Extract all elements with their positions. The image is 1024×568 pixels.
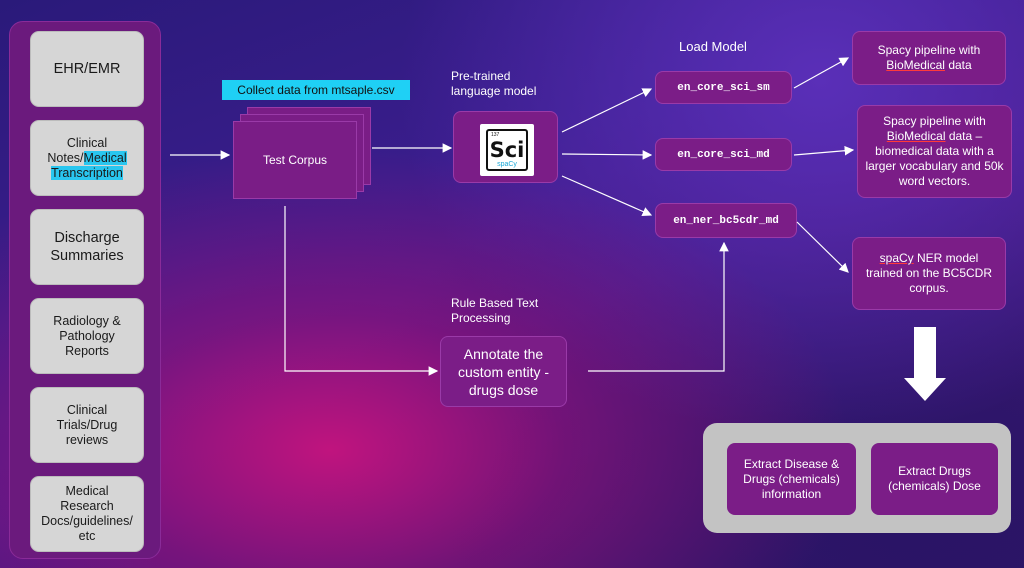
source-label: Clinical Trials/Drug reviews [56,402,118,447]
model-label: en_core_sci_md [677,148,770,161]
source-label: Discharge Summaries [50,230,124,264]
outputs-panel: Extract Disease & Drugs (chemicals) info… [703,423,1011,533]
big-down-arrow [904,327,946,401]
description-sci-sm: Spacy pipeline with BioMedical data [852,31,1006,85]
source-medical-research: Medical Research Docs/guidelines/ etc [30,476,144,552]
arrow-bc5cdr-to-desc [796,221,849,273]
arrow-model-to-md [561,150,653,160]
model-en-ner-bc5cdr-md: en_ner_bc5cdr_md [655,203,797,238]
spacy-underlined: spaCy [879,251,914,265]
description-text: Spacy pipeline with BioMedical data [878,43,981,73]
description-text: Spacy pipeline with BioMedical data – bi… [863,114,1006,189]
biomedical-underlined: BioMedical [886,58,945,72]
description-text-part: data [944,58,972,72]
source-label: Radiology & Pathology Reports [53,313,121,358]
output-label: Extract Disease & Drugs (chemicals) info… [743,456,840,501]
model-en-core-sci-sm: en_core_sci_sm [655,71,792,104]
test-corpus-label: Test Corpus [262,153,328,167]
source-clinical-trials: Clinical Trials/Drug reviews [30,387,144,463]
biomedical-underlined: BioMedical [886,129,946,143]
description-bc5cdr: spaCy NER model trained on the BC5CDR co… [852,237,1006,310]
description-text-part: NER model trained on the BC5CDR corpus. [865,251,993,295]
model-en-core-sci-md: en_core_sci_md [655,138,792,171]
logo-number: 137 [491,132,500,138]
pretrained-model-label: Pre-trained language model [451,69,537,98]
output-label: Extract Drugs (chemicals) Dose [888,464,981,493]
arrow-corpus-to-annotate [284,206,439,376]
load-model-label: Load Model [679,39,747,54]
logo-symbol: Sci [489,138,525,162]
arrow-model-to-bc5cdr [561,175,653,217]
description-text: spaCy NER model trained on the BC5CDR co… [863,251,995,296]
arrow-annotate-to-bc5cdr [588,241,729,372]
source-label: EHR/EMR [53,61,121,77]
collect-data-label: Collect data from mtsaple.csv [222,80,410,100]
output-drugs-dose: Extract Drugs (chemicals) Dose [871,443,998,515]
scispacy-logo: 137 Sci spaCy [480,124,534,176]
annotate-label: Annotate the custom entity - drugs dose [457,345,550,398]
arrow-sm-to-desc [793,57,850,89]
source-label-prefix: Clinical Notes/ [47,135,108,165]
source-label-highlight-1: Medical [83,150,127,165]
rule-based-label: Rule Based Text Processing [451,296,539,325]
scispacy-logo-frame: 137 Sci spaCy [486,129,528,171]
model-label: en_ner_bc5cdr_md [673,214,779,227]
source-ehr-emr: EHR/EMR [30,31,144,107]
source-label: Medical Research Docs/guidelines/ etc [41,484,133,543]
arrow-md-to-desc [793,145,855,156]
description-text-part: data – biomedical data with a larger voc… [865,129,1004,188]
source-discharge-summaries: Discharge Summaries [30,209,144,285]
logo-subtext: spaCy [497,161,517,168]
model-label: en_core_sci_sm [677,81,770,94]
annotate-entity-box: Annotate the custom entity - drugs dose [440,336,567,407]
arrow-model-to-sm [561,88,653,133]
description-text-part: Spacy pipeline with [883,114,986,128]
output-disease-drugs: Extract Disease & Drugs (chemicals) info… [727,443,856,515]
description-sci-md: Spacy pipeline with BioMedical data – bi… [857,105,1012,198]
description-text-part: Spacy pipeline with [877,43,981,57]
source-radiology-reports: Radiology & Pathology Reports [30,298,144,374]
test-corpus-box: Test Corpus [233,121,357,199]
source-label-highlight-2: Transcription [51,165,123,180]
